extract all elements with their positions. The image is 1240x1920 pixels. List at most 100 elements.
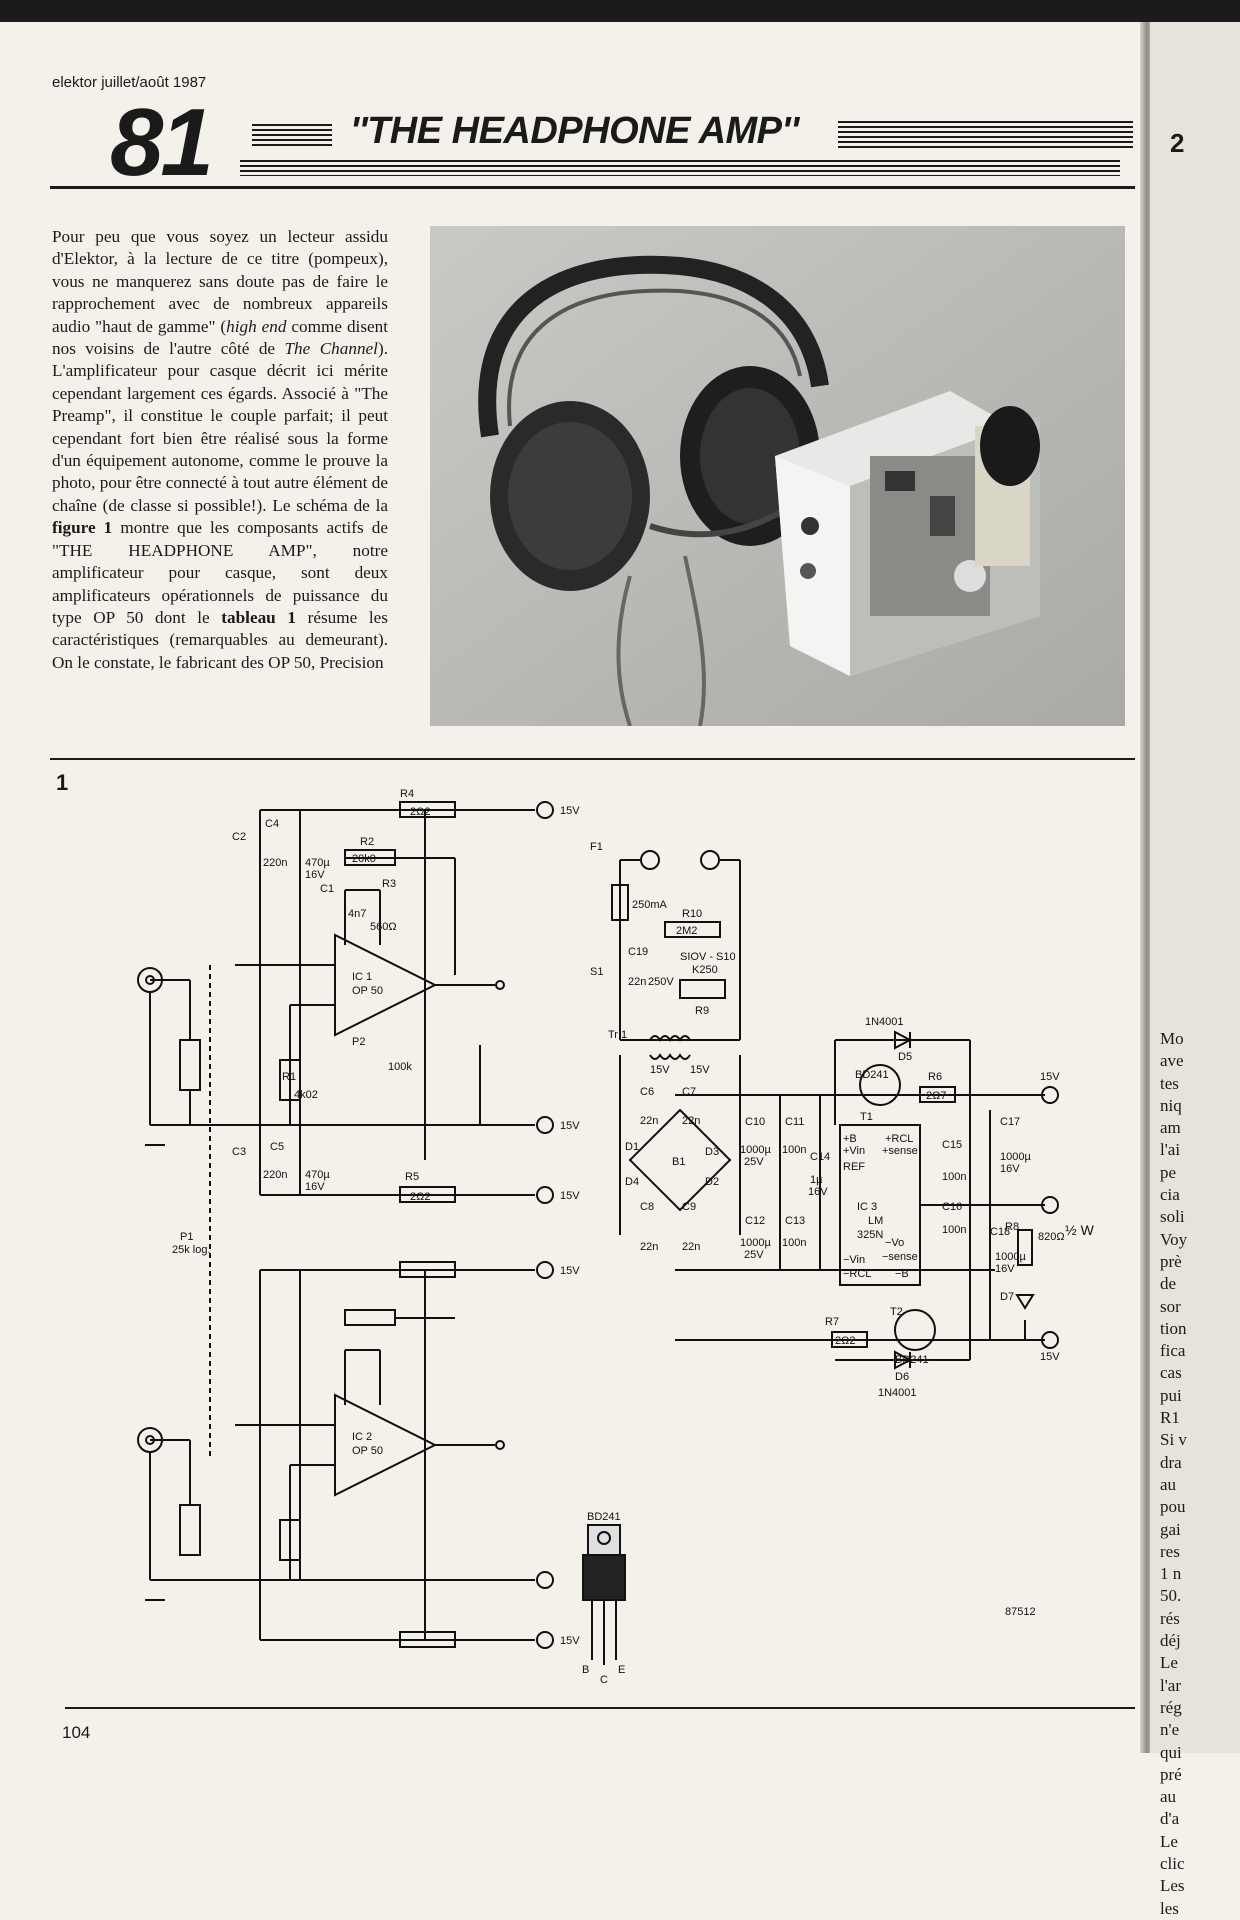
label-out15p: 15V: [1040, 1071, 1060, 1083]
label-c10v: 1000µ: [740, 1144, 771, 1156]
label-pin-sense: +sense: [882, 1145, 918, 1157]
label-c14v: 1µ: [810, 1174, 823, 1186]
next-page-line: fica: [1160, 1341, 1186, 1361]
label-c19v2: 250V: [648, 976, 674, 988]
label-r3v: 560Ω: [370, 921, 397, 933]
next-page-line: d'a: [1160, 1809, 1180, 1829]
next-page-line: les: [1160, 1898, 1179, 1918]
label-ic2: IC 2: [352, 1431, 372, 1443]
label-c16: C16: [942, 1201, 962, 1213]
next-page-line: R1: [1160, 1408, 1180, 1428]
label-r10: R10: [682, 908, 702, 920]
next-page-line: prè: [1160, 1251, 1182, 1271]
footer-rule: [65, 1707, 1135, 1709]
next-page-line: Le: [1160, 1653, 1178, 1673]
label-c1v: 4n7: [348, 908, 366, 920]
label-c15: C15: [942, 1139, 962, 1151]
label-d3: D3: [705, 1146, 719, 1158]
next-page-line: 50.: [1160, 1586, 1182, 1606]
label-pin-vo: −Vo: [885, 1237, 904, 1249]
article-number: 81: [110, 89, 214, 196]
next-page-line: Voy: [1160, 1229, 1188, 1249]
label-c15v: 100n: [942, 1171, 966, 1183]
label-c14: C14: [810, 1151, 830, 1163]
next-page-line: tes: [1160, 1073, 1179, 1093]
next-page-line: soli: [1160, 1207, 1185, 1227]
title-stripes-left: [252, 124, 332, 146]
figure-top-rule: [50, 758, 1135, 760]
label-c17: C17: [1000, 1116, 1020, 1128]
label-pin-vin: +Vin: [843, 1145, 865, 1157]
label-p2v: 100k: [388, 1061, 412, 1073]
title-stripes-right: [838, 121, 1133, 151]
label-r4: R4: [400, 788, 414, 800]
label-r2: R2: [360, 836, 374, 848]
label-c4: C4: [265, 818, 279, 830]
next-page-line: au: [1160, 1474, 1177, 1494]
label-r4v: 2Ω2: [410, 806, 430, 818]
next-page-line: pou: [1160, 1497, 1186, 1517]
figure-number: 1: [56, 770, 69, 795]
label-c10v2: 25V: [744, 1156, 764, 1168]
label-r9: R9: [695, 1005, 709, 1017]
next-page-line: gai: [1160, 1519, 1181, 1539]
next-page-line: res: [1160, 1541, 1180, 1561]
label-c7: C7: [682, 1086, 696, 1098]
title-underline-stripes: [240, 160, 1120, 176]
label-c8v: 22n: [640, 1241, 658, 1253]
next-page-line: l'ai: [1160, 1140, 1181, 1160]
label-c17v: 1000µ: [1000, 1151, 1031, 1163]
label-p1v: 25k log.: [172, 1244, 211, 1256]
label-d2: D2: [705, 1176, 719, 1188]
label-d7: D7: [1000, 1291, 1014, 1303]
next-page-line: rés: [1160, 1608, 1180, 1628]
next-page-number: 2: [1170, 128, 1185, 158]
label-p1: P1: [180, 1231, 193, 1243]
label-t2t: BD241: [895, 1354, 929, 1366]
next-page-line: pré: [1160, 1764, 1182, 1784]
label-minus15-b: 15V: [560, 1635, 580, 1647]
label-zero15: 15V: [560, 1120, 580, 1132]
label-pin-ref: REF: [843, 1161, 865, 1173]
label-c13: C13: [785, 1215, 805, 1227]
label-t1t: BD241: [855, 1069, 889, 1081]
next-page-line: l'ar: [1160, 1675, 1181, 1695]
label-ic1t: OP 50: [352, 985, 383, 997]
label-r8v: 820Ω: [1038, 1231, 1065, 1243]
label-d1: D1: [625, 1141, 639, 1153]
label-tr1: Tr 1: [608, 1029, 627, 1041]
label-f1: F1: [590, 841, 603, 853]
next-page-line: cas: [1160, 1363, 1182, 1383]
label-r1v: 4k02: [294, 1089, 318, 1101]
next-page-line: ave: [1160, 1051, 1184, 1071]
label-r5: R5: [405, 1171, 419, 1183]
next-page-line: pe: [1160, 1162, 1177, 1182]
label-c19: C19: [628, 946, 648, 958]
next-page-line: n'e: [1160, 1720, 1180, 1740]
next-page-line: au: [1160, 1787, 1177, 1807]
label-pin-bplus: +B: [843, 1133, 857, 1145]
label-c18v2: 16V: [995, 1263, 1015, 1275]
scan-top-edge: [0, 0, 1240, 22]
label-pin-sense2: −sense: [882, 1251, 918, 1263]
label-c19v: 22n: [628, 976, 646, 988]
label-siov: SIOV - S10: [680, 951, 736, 963]
next-page-line: Les: [1160, 1876, 1185, 1896]
label-c4v2: 16V: [305, 869, 325, 881]
next-page-line: Mo: [1160, 1029, 1184, 1048]
next-page-line: pui: [1160, 1385, 1182, 1405]
next-page-line: Le: [1160, 1831, 1178, 1851]
next-page-line: sor: [1160, 1296, 1181, 1316]
label-tr15b: 15V: [690, 1064, 710, 1076]
label-pin-b2: −B: [895, 1268, 909, 1280]
next-page-line: de: [1160, 1274, 1177, 1294]
label-ic2t: OP 50: [352, 1445, 383, 1457]
label-half-w: ½ W: [1065, 1222, 1095, 1238]
label-r8: R8: [1005, 1221, 1019, 1233]
label-c5v2: 16V: [305, 1181, 325, 1193]
label-pin-b: B: [582, 1664, 589, 1676]
label-d5: D5: [898, 1051, 912, 1063]
figure-reference: 87512: [1005, 1606, 1036, 1618]
label-minus15-a: 15V: [560, 1190, 580, 1202]
